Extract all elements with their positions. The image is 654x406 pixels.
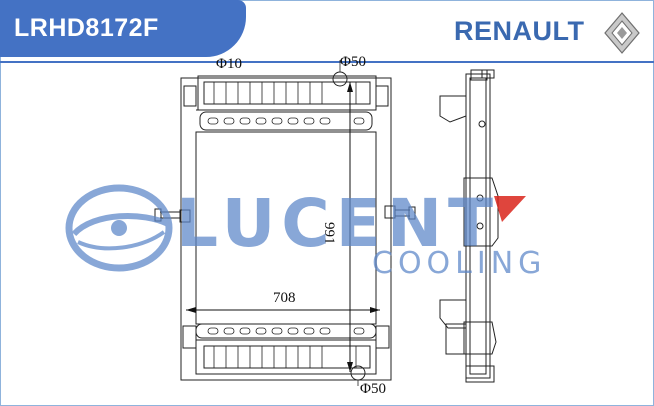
renault-logo-icon	[604, 12, 640, 54]
part-number-tab: LRHD8172F	[0, 0, 246, 57]
header-divider	[0, 61, 654, 63]
top-port	[332, 71, 348, 87]
radiator-side-view	[439, 69, 499, 383]
watermark-tagline: COOLING	[372, 246, 547, 281]
radiator-frame	[180, 77, 392, 381]
dim-top-left: Φ10	[216, 56, 242, 72]
dim-bottom-port: Φ50	[360, 381, 386, 397]
dim-top-port: Φ50	[340, 54, 366, 70]
dim-width: 708	[273, 290, 296, 306]
watermark-name: LUCENT	[176, 185, 500, 262]
bottom-tank	[195, 339, 377, 375]
watermark-logo-icon	[65, 184, 173, 272]
top-tank	[197, 75, 377, 111]
watermark-flag-icon	[494, 196, 526, 222]
brand-name: RENAULT	[454, 16, 585, 46]
part-number: LRHD8172F	[14, 14, 159, 42]
